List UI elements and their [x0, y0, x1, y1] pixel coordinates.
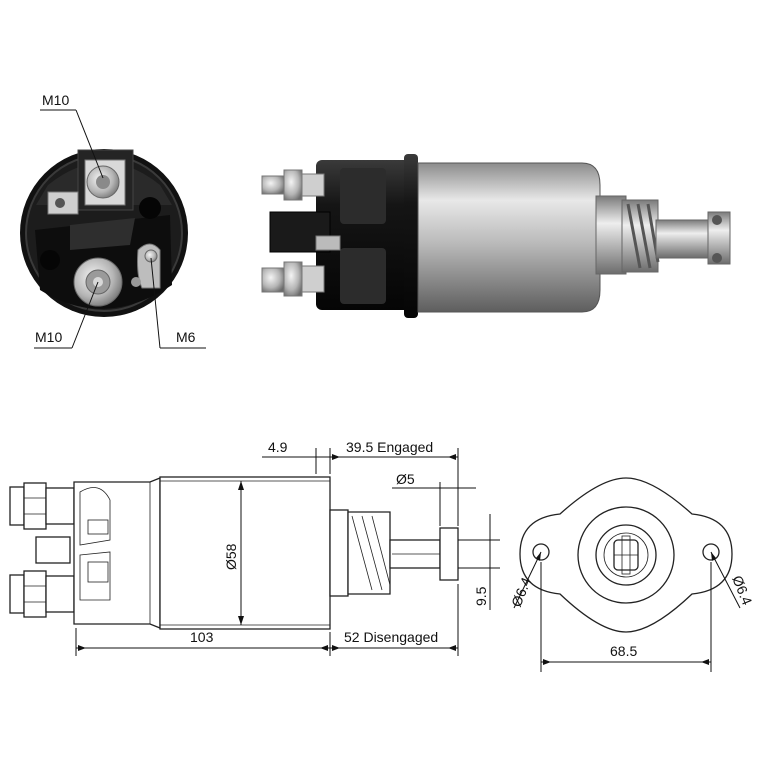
solenoid-can: [417, 162, 601, 313]
dim-body-diameter: Ø58: [223, 543, 239, 570]
dim-disengaged: 52 Disengaged: [344, 629, 438, 645]
terminal-nut-bottom: [9, 574, 25, 614]
terminal-nut-top: [9, 486, 25, 526]
dim-hole-spacing: 68.5: [610, 643, 637, 659]
end-drawing: Ø6.4 Ø6.4 68.5: [508, 477, 756, 672]
plunger-boot: [595, 195, 627, 275]
callout-m6: M6: [176, 329, 196, 345]
side-bottom-stud: [261, 267, 285, 293]
dim-offset: 4.9: [268, 439, 288, 455]
can-outline: [159, 476, 331, 630]
dim-engaged: 39.5 Engaged: [346, 439, 433, 455]
callout-top-m10: M10: [42, 92, 69, 108]
center-terminal-block: [35, 536, 71, 564]
boot-outline: [329, 509, 349, 597]
dim-hole-left: Ø6.4: [508, 575, 534, 609]
side-drawing: 4.9 39.5 Engaged Ø5 Ø58 9.5 103 52 Disen…: [9, 439, 500, 656]
callout-bottom-m10: M10: [35, 329, 62, 345]
dim-total-length: 103: [190, 629, 214, 645]
dim-hole-right: Ø6.4: [729, 573, 755, 607]
end-view-photo: M10 M10 M6: [20, 92, 206, 349]
side-top-stud: [261, 175, 285, 195]
clevis-outline: [439, 527, 459, 581]
dim-pin-diameter: Ø5: [396, 471, 415, 487]
cap-outline: [73, 477, 161, 629]
dim-pin-height: 9.5: [473, 586, 489, 606]
side-view-photo: [261, 154, 731, 318]
plunger-clevis: [707, 211, 731, 265]
